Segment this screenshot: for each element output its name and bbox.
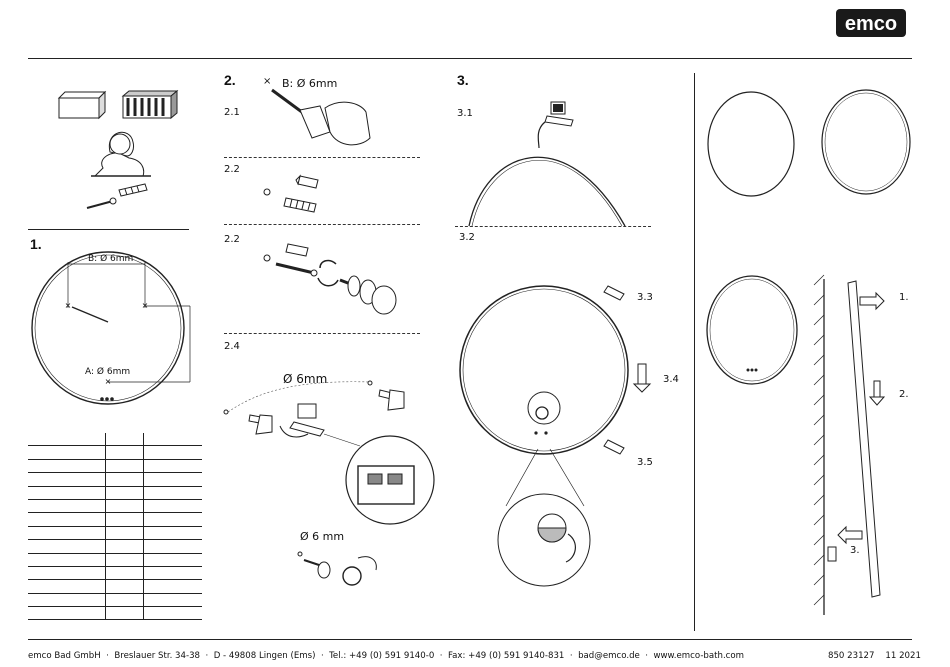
dimension-a-label: A: Ø 6mm [85,367,131,377]
step-2-2-label: 2.2 [224,164,240,175]
mirror-hanging-arc [468,101,626,227]
footer-separator: · [106,651,109,661]
parts-illustration [57,89,179,209]
step-3-2-label: 3.2 [459,232,475,243]
footer-separator: · [439,651,443,661]
step-1-mirror-diagram: × × × [31,251,191,405]
step-2-1-label: 2.1 [224,107,240,118]
footer-separator: · [320,651,324,661]
drill-diameter-label: B: Ø 6mm [282,77,338,90]
logo-text: emco [845,13,897,35]
divider-dashed [224,224,420,225]
footer-separator: · [569,651,573,661]
step-2-title: 2. [224,72,236,88]
footer-rule [28,639,912,640]
table-row [28,459,202,474]
screw-insert-illustration [263,243,397,315]
table-row [28,566,202,581]
footer-article-number: 850 23127 [828,651,875,661]
table-row [28,606,202,621]
table-row [28,526,202,541]
mirror-variants-illustration [706,89,911,385]
step-2-4-label: 2.4 [224,341,240,352]
mounting-brackets-illustration [223,380,435,525]
divider-dashed [455,226,651,227]
footer-tel: Tel.: +49 (0) 591 9140-0 [329,651,435,661]
table-row [28,553,202,567]
footer-date: 11 2021 [885,651,921,661]
side-label-3: 3. [850,545,860,556]
table-row [28,445,202,460]
table-row [28,539,202,554]
divider-dashed [224,157,420,158]
footer-street: Breslauer Str. 34-38 [114,651,201,661]
arrow-label-3-4: 3.4 [663,374,679,385]
footer-article-info: 850 23127 11 2021 [828,651,921,661]
anchor-insert-illustration [263,174,319,213]
table-row [28,472,202,487]
mirror-mounting-diagram [459,285,652,587]
footer-separator: · [645,651,649,661]
table-row [28,593,202,608]
footer-fax: Fax: +49 (0) 591 9140-831 [447,651,565,661]
svg-text:×: × [142,301,149,310]
svg-text:×: × [105,377,112,386]
section-divider [28,229,189,230]
table-row [28,486,202,500]
step-2-2b-label: 2.2 [224,234,240,245]
step-3-1-label: 3.1 [457,108,473,119]
svg-text:×: × [65,301,72,310]
side-label-1: 1. [899,292,909,303]
diameter-label-2-4: Ø 6mm [283,372,328,386]
footer-email-link[interactable]: bad@emco.de [578,651,640,661]
arrow-label-3-3: 3.3 [637,292,653,303]
table-row [28,499,202,514]
column-separator [694,73,695,631]
side-label-2: 2. [899,389,909,400]
footer-city: D - 49808 Lingen (Ems) [213,651,316,661]
step-1-title: 1. [30,236,42,252]
divider-dashed [224,333,420,334]
dimension-b-label: B: Ø 6mm [88,254,134,264]
diameter-label-cap: Ø 6 mm [300,530,345,543]
footer-address: emco Bad GmbH · Breslauer Str. 34-38 · D… [28,651,744,661]
parts-table [28,433,202,621]
step-3-title: 3. [457,72,469,88]
table-row [28,512,202,527]
emco-logo: emco [836,9,906,37]
drill-x-mark: × [263,76,272,87]
side-view-wall-diagram [813,274,886,615]
footer-web-link[interactable]: www.emco-bath.com [653,651,745,661]
arrow-label-3-5: 3.5 [637,457,653,468]
drill-illustration [271,88,371,146]
table-row [28,579,202,594]
cover-cap-illustration [297,551,377,586]
footer-company: emco Bad GmbH [28,651,101,661]
footer-separator: · [205,651,209,661]
header-rule [28,58,912,59]
